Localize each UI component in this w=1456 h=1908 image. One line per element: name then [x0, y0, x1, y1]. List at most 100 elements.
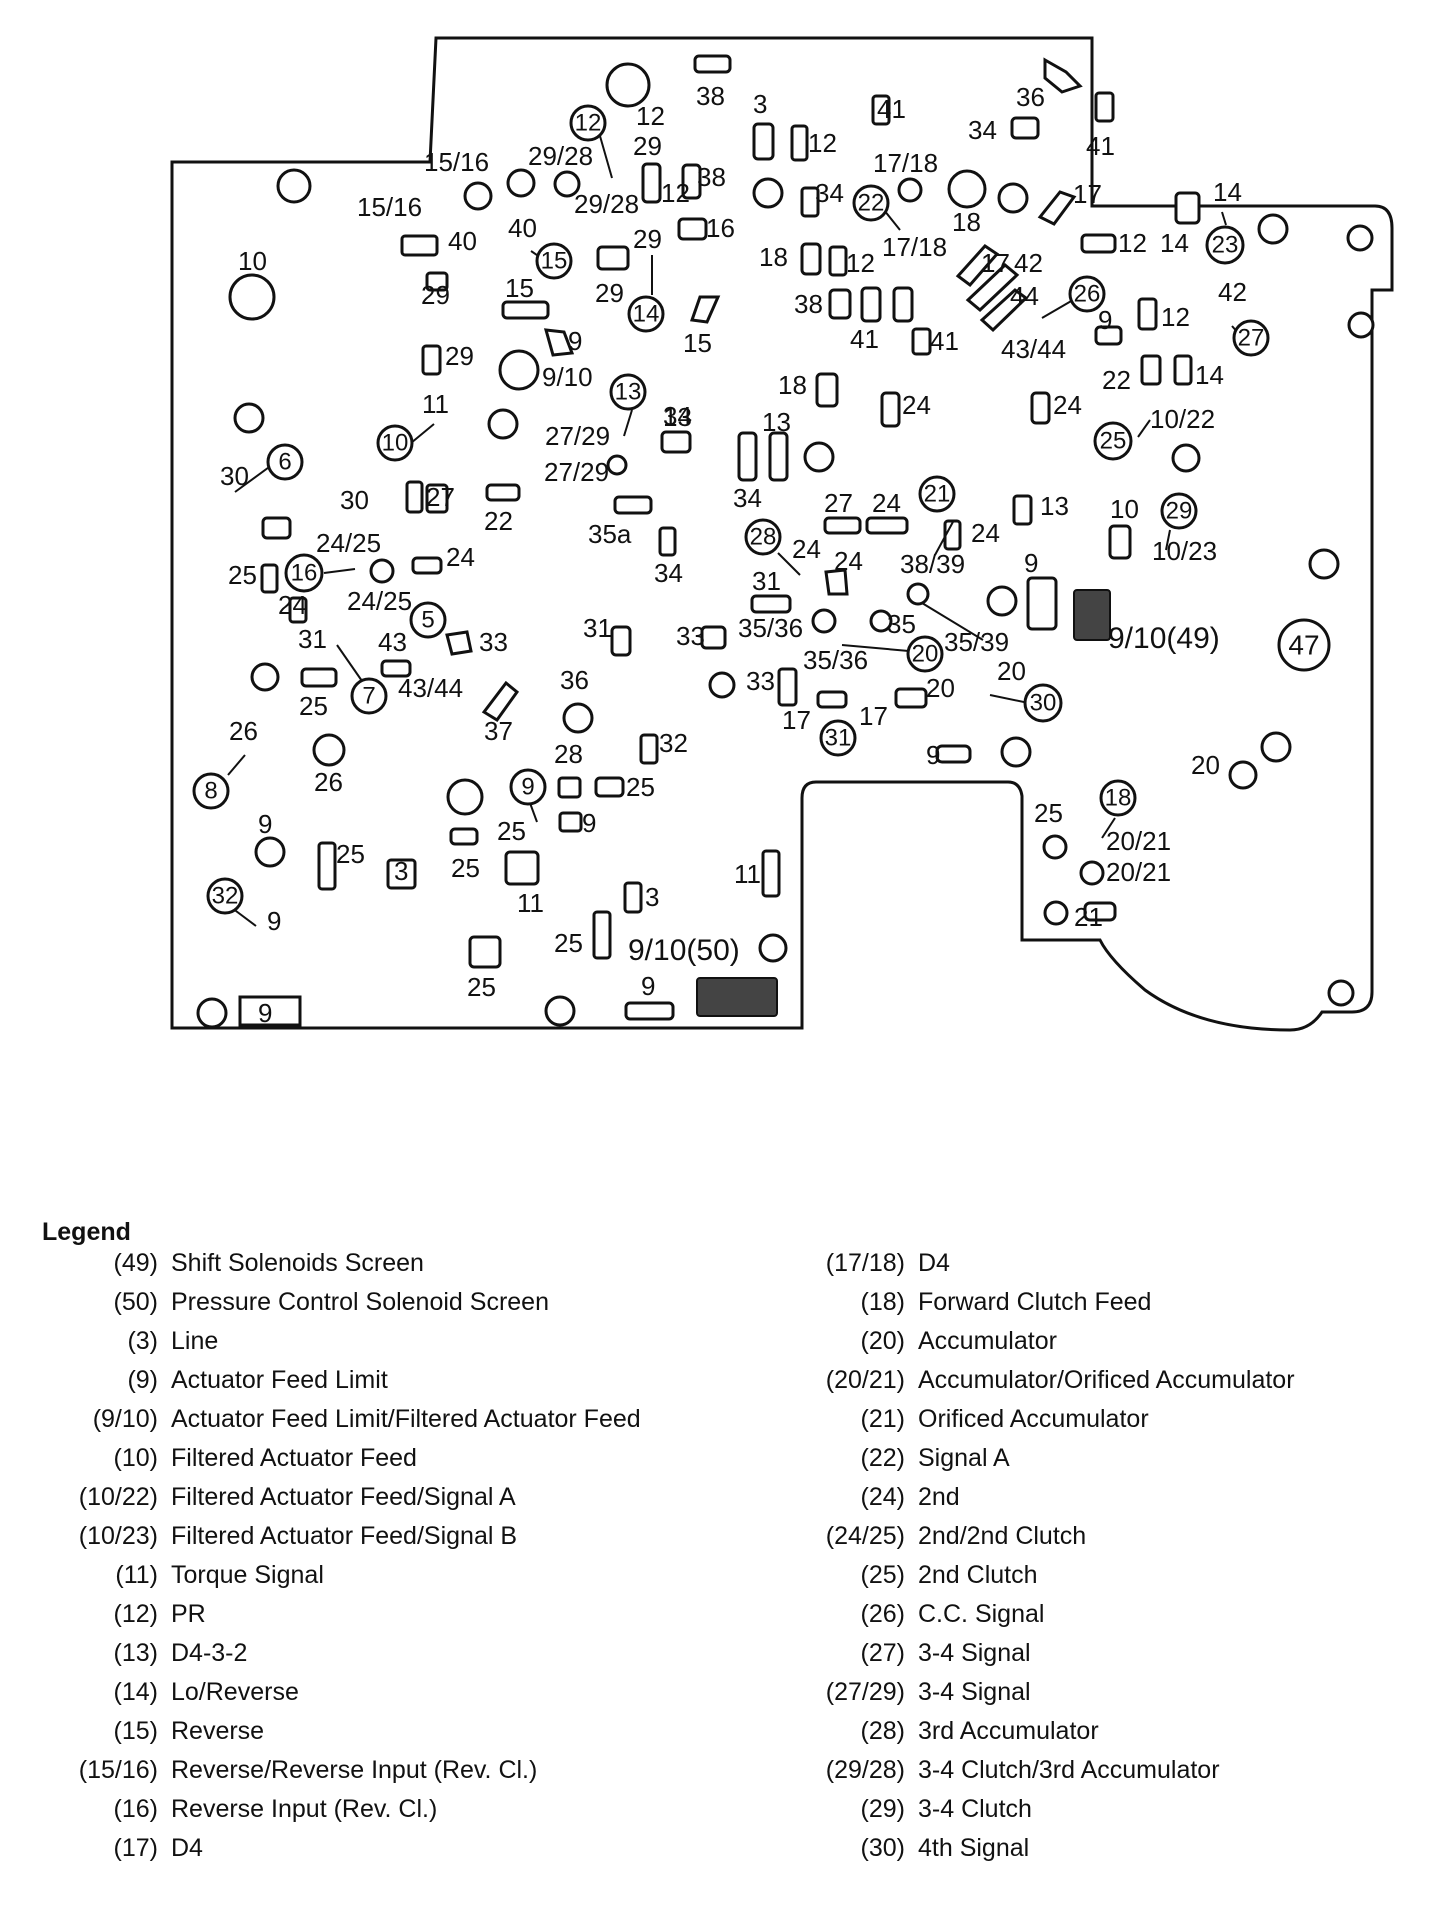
circled-refs: 12 22 15 14 23 26 27 13 10 25 6 21 29 28…	[192, 104, 1331, 915]
legend-code: (27/29)	[825, 1678, 905, 1706]
label-17-18: 17/18	[882, 232, 947, 262]
legend-description: Reverse	[171, 1717, 265, 1745]
svg-text:23: 23	[1212, 232, 1239, 259]
legend-description: C.C. Signal	[918, 1600, 1045, 1628]
label-12: 12	[636, 101, 665, 131]
label-35-39: 35/39	[944, 627, 1009, 657]
legend-entry: (29)3-4 Clutch	[788, 1790, 1428, 1829]
label-3: 3	[753, 89, 767, 119]
legend: Legend (49)Shift Solenoids Screen(50)Pre…	[40, 1218, 1440, 1862]
svg-text:8: 8	[204, 778, 217, 805]
svg-text:5: 5	[421, 607, 434, 634]
legend-code: (16)	[113, 1795, 158, 1823]
ref-26: 26	[1068, 275, 1106, 313]
legend-code: (9/10)	[92, 1405, 158, 1433]
label-18: 18	[778, 370, 807, 400]
label-36: 36	[1016, 82, 1045, 112]
label-29: 29	[445, 341, 474, 371]
svg-text:27: 27	[1238, 325, 1265, 352]
label-38: 38	[696, 81, 725, 111]
legend-entry: (25)2nd Clutch	[788, 1556, 1428, 1595]
legend-code: (10/23)	[78, 1522, 158, 1550]
legend-code: (13)	[113, 1639, 158, 1667]
label-38: 38	[794, 289, 823, 319]
screen-label-50: 9/10(50)	[628, 934, 740, 967]
ref-15: 15	[535, 242, 573, 280]
label-34: 34	[968, 115, 997, 145]
ref-21: 21	[918, 475, 956, 513]
valve-body-spacer-plate-diagram: 38 3 41 36 34 41 12 12 29 15/16 29/28 15…	[170, 36, 1394, 1032]
legend-entry: (28)3rd Accumulator	[788, 1712, 1428, 1751]
label-26: 26	[314, 767, 343, 797]
label-29: 29	[633, 131, 662, 161]
svg-text:32: 32	[212, 883, 239, 910]
legend-description: Reverse/Reverse Input (Rev. Cl.)	[171, 1756, 538, 1784]
legend-entry: (15/16)Reverse/Reverse Input (Rev. Cl.)	[40, 1751, 800, 1790]
shift-solenoids-screen	[1073, 589, 1111, 641]
label-27: 27	[824, 488, 853, 518]
ref-16: 16	[284, 553, 324, 593]
legend-code: (21)	[860, 1405, 905, 1433]
ref-14: 14	[627, 295, 665, 333]
label-13: 13	[762, 407, 791, 437]
label-29-28: 29/28	[528, 141, 593, 171]
label-20: 20	[926, 673, 955, 703]
legend-description: D4	[171, 1834, 203, 1862]
svg-text:26: 26	[1074, 281, 1101, 308]
ref-30: 30	[1023, 683, 1063, 723]
label-22: 22	[484, 506, 513, 536]
label-41: 41	[850, 324, 879, 354]
legend-entry: (20/21)Accumulator/Orificed Accumulator	[788, 1361, 1428, 1400]
ref-10: 10	[376, 424, 414, 462]
label-29: 29	[633, 224, 662, 254]
ref-7: 7	[350, 677, 388, 715]
ref-31: 31	[819, 719, 857, 757]
svg-text:47: 47	[1288, 630, 1319, 661]
label-14: 14	[1213, 177, 1242, 207]
svg-text:16: 16	[291, 560, 318, 587]
ref-22: 22	[852, 184, 890, 222]
legend-code: (27)	[860, 1639, 905, 1667]
label-25: 25	[626, 772, 655, 802]
label-27-29: 27/29	[544, 457, 609, 487]
label-15: 15	[505, 273, 534, 303]
legend-code: (14)	[113, 1678, 158, 1706]
legend-description: 2nd Clutch	[918, 1561, 1038, 1589]
legend-entry: (27)3-4 Signal	[788, 1634, 1428, 1673]
label-10: 10	[1110, 494, 1139, 524]
ref-29: 29	[1160, 492, 1198, 530]
label-24-25: 24/25	[316, 528, 381, 558]
label-11: 11	[734, 859, 761, 889]
legend-entry: (18)Forward Clutch Feed	[788, 1283, 1428, 1322]
label-9-10: 9/10	[542, 362, 593, 392]
label-33: 33	[479, 627, 508, 657]
ref-32: 32	[206, 877, 244, 915]
label-17-18: 17/18	[873, 148, 938, 178]
svg-text:9: 9	[521, 774, 534, 801]
label-26: 26	[229, 716, 258, 746]
legend-code: (17/18)	[825, 1249, 905, 1277]
label-31: 31	[752, 566, 781, 596]
svg-text:30: 30	[1030, 690, 1057, 717]
label-24-25: 24/25	[347, 586, 412, 616]
legend-code: (29)	[860, 1795, 905, 1823]
legend-entry: (12)PR	[40, 1595, 800, 1634]
ref-25: 25	[1093, 421, 1133, 461]
label-43: 43	[378, 627, 407, 657]
legend-description: Filtered Actuator Feed/Signal A	[171, 1483, 516, 1511]
label-24: 24	[446, 542, 475, 572]
ref-23: 23	[1205, 225, 1245, 265]
label-9: 9	[926, 740, 940, 770]
legend-entry: (27/29)3-4 Signal	[788, 1673, 1428, 1712]
legend-description: 2nd/2nd Clutch	[918, 1522, 1087, 1550]
legend-code: (26)	[860, 1600, 905, 1628]
label-12: 12	[808, 128, 837, 158]
svg-text:13: 13	[615, 379, 642, 406]
screen-label-49: 9/10(49)	[1108, 622, 1220, 655]
label-34: 34	[815, 178, 844, 208]
label-9: 9	[582, 808, 596, 838]
legend-description: Reverse Input (Rev. Cl.)	[171, 1795, 438, 1823]
svg-text:14: 14	[633, 301, 660, 328]
label-24: 24	[278, 590, 307, 620]
legend-code: (10/22)	[78, 1483, 158, 1511]
